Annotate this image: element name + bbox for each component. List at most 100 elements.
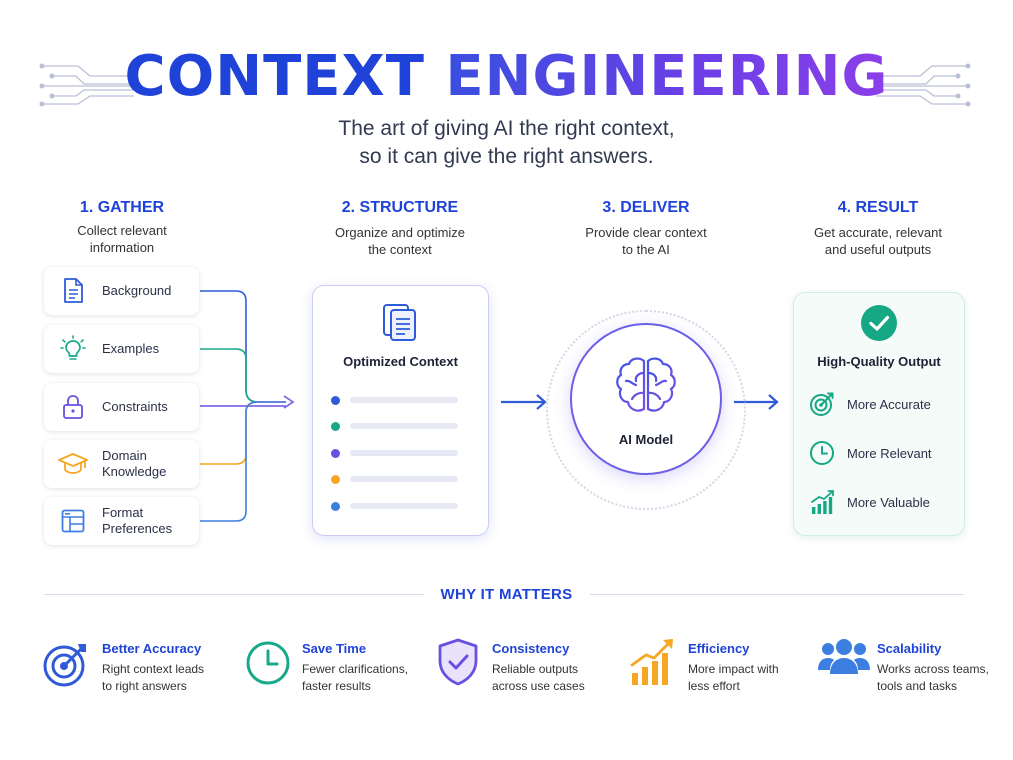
graduation-cap-icon: [44, 452, 102, 476]
benefit-desc-save-time: Fewer clarifications, faster results: [302, 661, 432, 695]
step-1-description: Collect relevant information: [32, 222, 212, 256]
gather-item-format-preferences: Format Preferences: [44, 497, 199, 545]
list-dot-orange: [331, 475, 340, 484]
step-2-desc-line-1: Organize and optimize: [334, 225, 466, 240]
step-1-desc-line-1: Collect relevant: [77, 223, 167, 238]
ai-model-label: AI Model: [618, 432, 674, 447]
subtitle-line-1: The art of giving AI the right context,: [338, 117, 675, 140]
list-dot-blue-light: [331, 502, 340, 511]
benefit-desc-line-2: faster results: [302, 679, 371, 693]
clock-icon: [246, 641, 290, 685]
benefit-desc-line-1: Fewer clarifications,: [302, 662, 409, 676]
benefit-desc-line-1: More impact with: [688, 662, 779, 676]
optimized-context-title: Optimized Context: [343, 354, 458, 369]
title-word-context: CONTEXT: [124, 44, 425, 109]
step-3-desc-line-1: Provide clear context: [585, 225, 707, 240]
step-4-desc-line-2: and useful outputs: [824, 242, 932, 257]
connector-format: [200, 401, 259, 522]
gather-item-label: Domain Knowledge: [102, 448, 166, 480]
benefit-desc-consistency: Reliable outputs across use cases: [492, 661, 622, 695]
circuit-decoration-right: [876, 63, 971, 107]
benefit-desc-line-1: Reliable outputs: [492, 662, 579, 676]
step-4-description: Get accurate, relevant and useful output…: [788, 224, 968, 258]
benefit-title-efficiency: Efficiency: [688, 641, 750, 656]
list-bar: [350, 476, 458, 482]
benefit-desc-better-accuracy: Right context leads to right answers: [102, 661, 232, 695]
documents-icon: [383, 304, 416, 341]
list-dot-purple: [331, 449, 340, 458]
team-icon: [818, 639, 870, 674]
arrowhead-gather: [283, 395, 295, 409]
gather-item-label: Constraints: [102, 399, 168, 415]
gather-item-label: Background: [102, 283, 171, 299]
gather-label-line-2: Preferences: [102, 521, 173, 536]
shield-check-icon: [438, 638, 478, 686]
benefit-desc-line-1: Right context leads: [102, 662, 205, 676]
high-quality-output-title: High-Quality Output: [817, 354, 941, 369]
result-item-more-valuable: More Valuable: [847, 495, 930, 510]
gather-item-background: Background: [44, 267, 199, 315]
benefit-title-scalability: Scalability: [877, 641, 942, 656]
why-it-matters-title: WHY IT MATTERS: [440, 586, 573, 603]
benefit-desc-efficiency: More impact with less effort: [688, 661, 818, 695]
lightbulb-icon: [44, 335, 102, 363]
gather-item-examples: Examples: [44, 325, 199, 373]
list-dot-teal: [331, 422, 340, 431]
result-item-more-relevant: More Relevant: [847, 446, 932, 461]
gather-item-constraints: Constraints: [44, 383, 199, 431]
ai-model-dotted-ring: [546, 310, 746, 510]
lock-icon: [44, 394, 102, 420]
growth-chart-icon: [630, 639, 673, 685]
list-bar: [350, 397, 458, 403]
benefit-title-consistency: Consistency: [492, 641, 570, 656]
list-dot-blue: [331, 396, 340, 405]
gather-item-label: Examples: [102, 341, 159, 357]
step-3-description: Provide clear context to the AI: [556, 224, 736, 258]
target-icon: [810, 392, 834, 416]
step-3-title: 3. DELIVER: [602, 199, 690, 216]
benefit-desc-line-2: less effort: [688, 679, 740, 693]
ai-model-circle: [570, 323, 722, 475]
gather-item-domain-knowledge: Domain Knowledge: [44, 440, 199, 488]
connector-domain: [200, 401, 259, 465]
divider-right: [590, 594, 964, 595]
connector-background: [200, 290, 286, 403]
step-1-title: 1. GATHER: [79, 199, 165, 216]
gather-label-line-1: Examples: [102, 341, 160, 356]
page-title: CONTEXT ENGINEERING: [0, 44, 1013, 109]
benefit-desc-line-2: to right answers: [102, 679, 187, 693]
layout-icon: [44, 509, 102, 533]
checkmark-icon: [861, 305, 897, 341]
circuit-decoration-left: [39, 63, 134, 107]
title-word-engineering: ENGINEERING: [445, 44, 889, 109]
divider-left: [44, 594, 424, 595]
step-3-desc-line-2: to the AI: [622, 242, 670, 257]
benefit-title-save-time: Save Time: [302, 641, 367, 656]
step-1-desc-line-2: information: [89, 240, 155, 255]
step-2-description: Organize and optimize the context: [310, 224, 490, 258]
benefit-desc-line-2: across use cases: [492, 679, 585, 693]
gather-item-label: Format Preferences: [102, 505, 172, 537]
benefit-title-better-accuracy: Better Accuracy: [102, 641, 202, 656]
gather-label-line-1: Constraints: [102, 399, 168, 414]
growth-chart-icon: [811, 490, 834, 514]
list-bar: [350, 423, 458, 429]
gather-label-line-1: Background: [102, 283, 172, 298]
connector-examples: [200, 348, 259, 403]
step-4-title: 4. RESULT: [837, 199, 919, 216]
clock-icon: [810, 441, 834, 465]
benefit-desc-line-1: Works across teams,: [877, 662, 989, 676]
gather-label-line-1: Format: [102, 505, 144, 520]
list-bar: [350, 450, 458, 456]
arrow-structure-to-ai: [501, 394, 547, 410]
target-icon: [43, 644, 86, 687]
step-4-desc-line-1: Get accurate, relevant: [814, 225, 942, 240]
step-2-desc-line-2: the context: [368, 242, 432, 257]
gather-label-line-1: Domain: [102, 448, 147, 463]
list-bar: [350, 503, 458, 509]
benefit-desc-scalability: Works across teams, tools and tasks: [877, 661, 1007, 695]
benefit-desc-line-2: tools and tasks: [877, 679, 958, 693]
document-icon: [44, 278, 102, 304]
brain-icon: [616, 357, 676, 412]
